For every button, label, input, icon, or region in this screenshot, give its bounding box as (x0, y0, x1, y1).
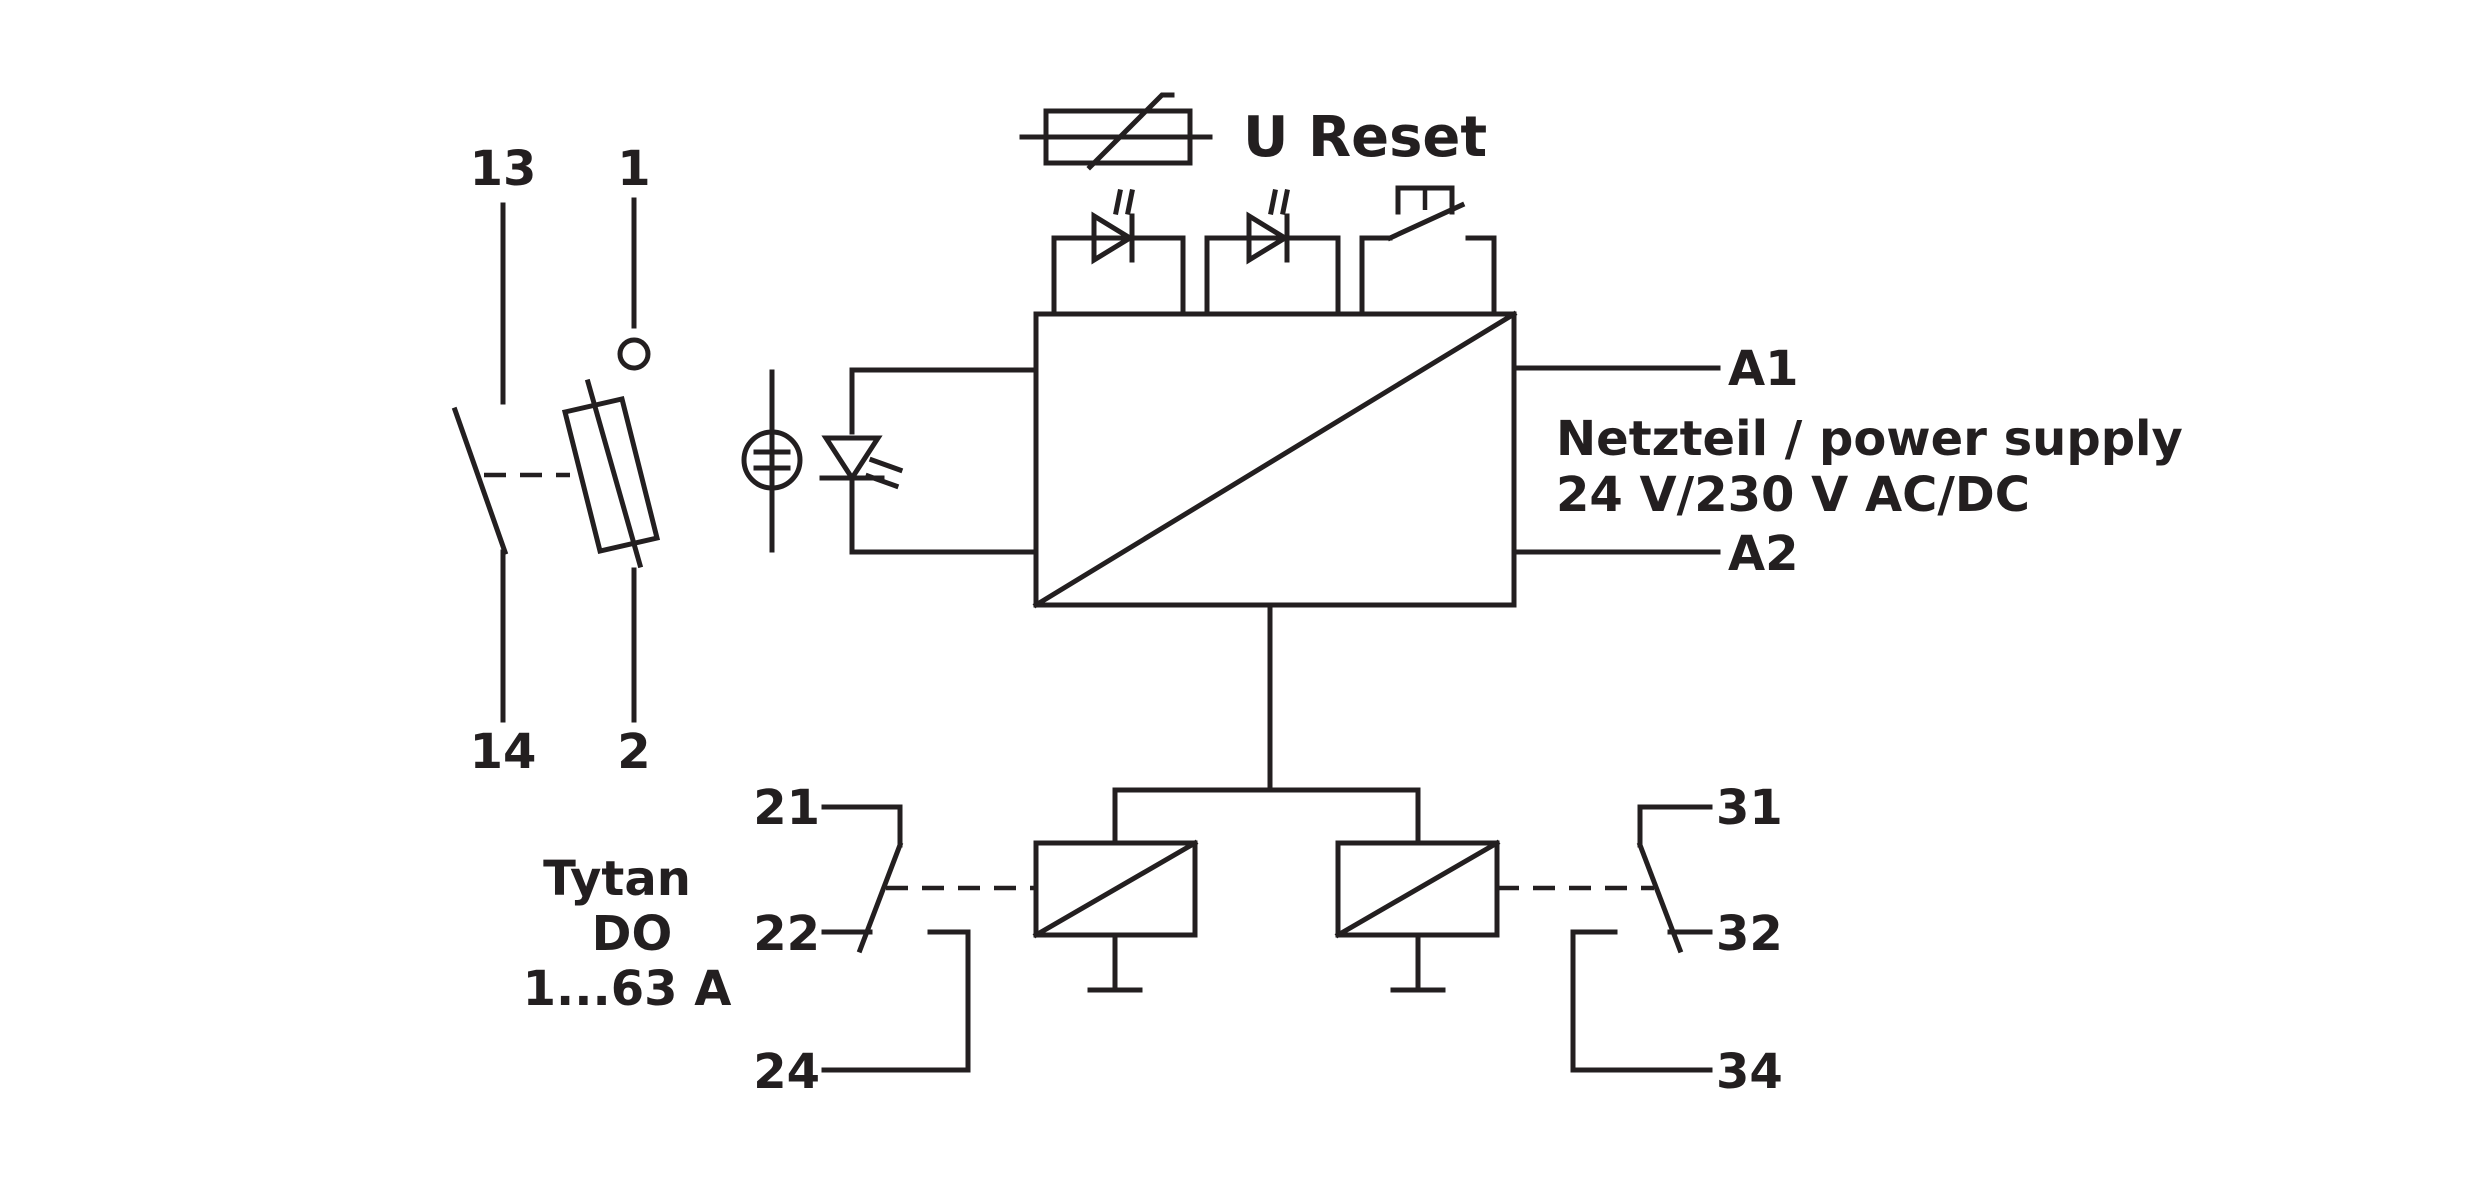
terminal-21-label: 21 (753, 780, 820, 836)
main-switch-13-14 (451, 202, 509, 723)
terminal-a2-label: A2 (1728, 526, 1799, 582)
fuse-rating-label: 1...63 A (523, 961, 732, 1017)
terminal-32-label: 32 (1716, 906, 1783, 962)
fuse-type-label: Tytan (543, 851, 691, 907)
led-2-icon (1204, 189, 1341, 317)
varistor-icon (1019, 92, 1213, 171)
relay-coil-2 (1334, 839, 1501, 993)
terminal-22-label: 22 (753, 906, 820, 962)
terminal-24-label: 24 (753, 1044, 820, 1100)
led-1-icon (1051, 189, 1186, 317)
terminal-2-label: 2 (617, 724, 650, 780)
fuse-size-label: DO (592, 906, 673, 962)
terminal-circle-icon (617, 337, 651, 371)
power-supply-label: Netzteil / power supply (1556, 411, 2183, 467)
contact-31-32-34 (1570, 804, 1713, 1073)
terminal-1-label: 1 (617, 141, 650, 197)
fuse-cartridge-icon (561, 396, 661, 554)
current-sensor-icon (741, 369, 803, 553)
reset-pushbutton-icon (1359, 185, 1497, 317)
input-led-icon (819, 367, 1039, 555)
terminal-31-label: 31 (1716, 780, 1783, 836)
relay-coil-1 (1032, 839, 1199, 993)
u-reset-label: U Reset (1243, 105, 1487, 170)
power-supply-voltage-label: 24 V/230 V AC/DC (1556, 467, 2030, 523)
terminal-34-label: 34 (1716, 1044, 1783, 1100)
fuse-switch-1-2 (561, 197, 661, 723)
terminal-14-label: 14 (470, 724, 537, 780)
terminal-a1-label: A1 (1728, 341, 1799, 397)
converter-block (1032, 310, 1518, 609)
terminal-13-label: 13 (470, 141, 537, 197)
coil-feed-wiring (1112, 602, 1421, 846)
contact-21-22-24 (821, 804, 971, 1073)
